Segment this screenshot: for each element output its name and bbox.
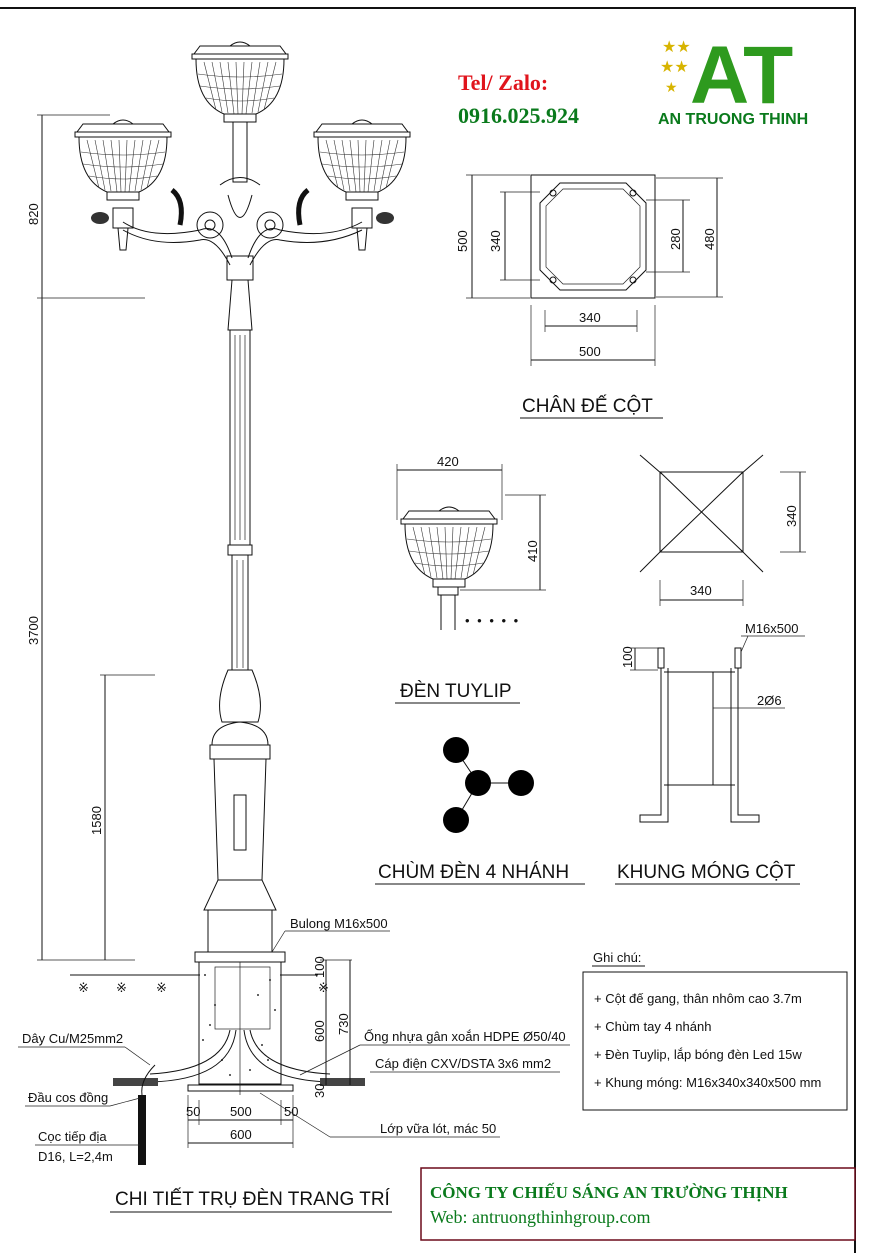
dim-label: 100 [620,646,635,668]
star-icon: ★★ [662,39,691,56]
dim-label: 730 [336,1013,351,1035]
svg-text:※: ※ [78,980,89,995]
rod-callout: Cọc tiếp địa [38,1129,107,1144]
tulip-lamp-title: ĐÈN TUYLIP [400,681,512,702]
dim-label: 500 [230,1104,252,1119]
logo-brand: AN TRUONG THINH [658,111,808,128]
svg-text:※: ※ [116,980,127,995]
note-item: + Khung móng: M16x340x340x500 mm [594,1075,821,1090]
svg-text:• • • • •: • • • • • [465,613,520,628]
star-icon: ★★ [660,59,689,76]
tulip-lamp-drawing: • • • • • 420 410 [396,454,546,630]
contact-label: Tel/ Zalo: [458,70,548,95]
dim-label: 50 [284,1104,298,1119]
dim-label: 3700 [26,616,41,645]
pole-elevation: ※ ※ ※ ※ 820 3700 1580 100 600 730 30 50 500… [18,41,570,1165]
notes-panel: Ghi chú: + Cột đế gang, thân nhôm cao 3.… [582,950,848,1111]
dim-label: 1580 [89,806,104,835]
cluster-title: CHÙM ĐÈN 4 NHÁNH [378,861,569,883]
dim-label: 820 [26,203,41,225]
notes-title: Ghi chú: [593,950,641,965]
note-item: + Cột đế gang, thân nhôm cao 3.7m [594,991,802,1006]
pipe-callout: Ống nhựa gân xoắn HDPE Ø50/40 [364,1029,566,1044]
dim-label: 480 [702,228,717,250]
bolt-label: M16x500 [745,621,798,636]
lug-callout: Đầu cos đồng [28,1090,108,1105]
foundation-frame-title: KHUNG MÓNG CỘT [617,861,796,883]
svg-text:※: ※ [318,980,329,995]
base-plate-drawing: 500 340 280 480 340 500 [455,174,723,366]
dim-label: 30 [312,1084,327,1098]
dim-label: 410 [525,540,540,562]
base-plate-title: CHÂN ĐẾ CỘT [522,395,653,417]
dim-label: 340 [488,230,503,252]
contact-phone[interactable]: 0916.025.924 [458,103,579,128]
foundation-frame-drawing: M16x500 100 2Ø6 [620,621,805,823]
company-web[interactable]: Web: antruongthinhgroup.com [430,1207,651,1227]
dim-label: 340 [690,583,712,598]
dim-label: 280 [668,228,683,250]
note-item: + Chùm tay 4 nhánh [594,1019,711,1034]
wire-callout: Dây Cu/M25mm2 [22,1031,123,1046]
rebar-label: 2Ø6 [757,693,782,708]
frame-top-view: 340 340 [639,454,806,606]
dim-label: 50 [186,1104,200,1119]
cable-callout: Cáp điện CXV/DSTA 3x6 mm2 [375,1056,551,1071]
dim-label: 340 [579,310,601,325]
rod-spec: D16, L=2,4m [38,1149,113,1164]
dim-label: 420 [437,454,459,469]
dim-label: 100 [312,956,327,978]
pole-title: CHI TIẾT TRỤ ĐÈN TRANG TRÍ [115,1188,391,1210]
star-icon: ★ [665,81,678,96]
note-item: + Đèn Tuylip, lắp bóng đèn Led 15w [594,1047,802,1062]
bolt-callout: Bulong M16x500 [290,916,388,931]
dim-label: 500 [455,230,470,252]
company-box: CÔNG TY CHIẾU SÁNG AN TRƯỜNG THỊNH Web: … [420,1167,856,1241]
svg-text:※: ※ [156,980,167,995]
company-name: CÔNG TY CHIẾU SÁNG AN TRƯỜNG THỊNH [430,1183,788,1202]
dim-label: 500 [579,344,601,359]
logo-letters: AT [690,30,793,121]
dim-label: 340 [784,505,799,527]
dim-label: 600 [312,1020,327,1042]
company-logo: ★★ ★★ ★ AT AN TRUONG THINH [658,30,808,128]
dim-label: 600 [230,1127,252,1142]
cluster-diagram [443,737,534,833]
mortar-callout: Lớp vữa lót, mác 50 [380,1121,496,1136]
